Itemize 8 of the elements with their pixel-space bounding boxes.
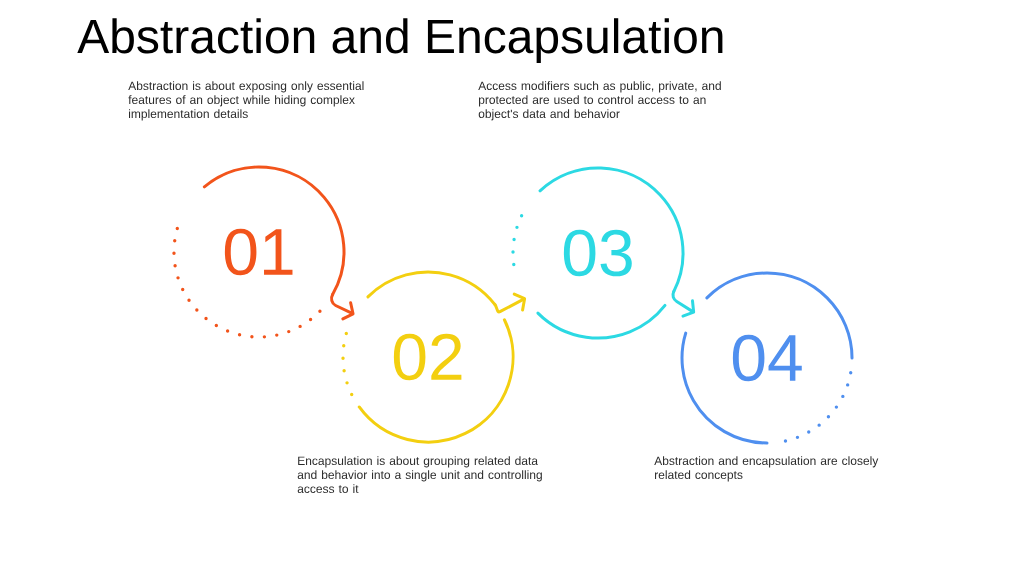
title: Abstraction and Encapsulation — [77, 18, 723, 63]
description-text: Access modifiers such as public, private, and protected are used to control access to an object's data and behavior — [478, 81, 721, 121]
description-text: Abstraction is about exposing only essential features of an object while hiding complex implementation details — [128, 81, 364, 121]
description-text: Encapsulation is about grouping related data and behavior into a single unit and controlling access to it — [297, 456, 542, 493]
arrow — [671, 290, 696, 318]
arrow — [330, 293, 355, 321]
arrow — [493, 292, 527, 314]
description-text: Abstraction and encapsulation are closely related concepts — [654, 456, 879, 482]
